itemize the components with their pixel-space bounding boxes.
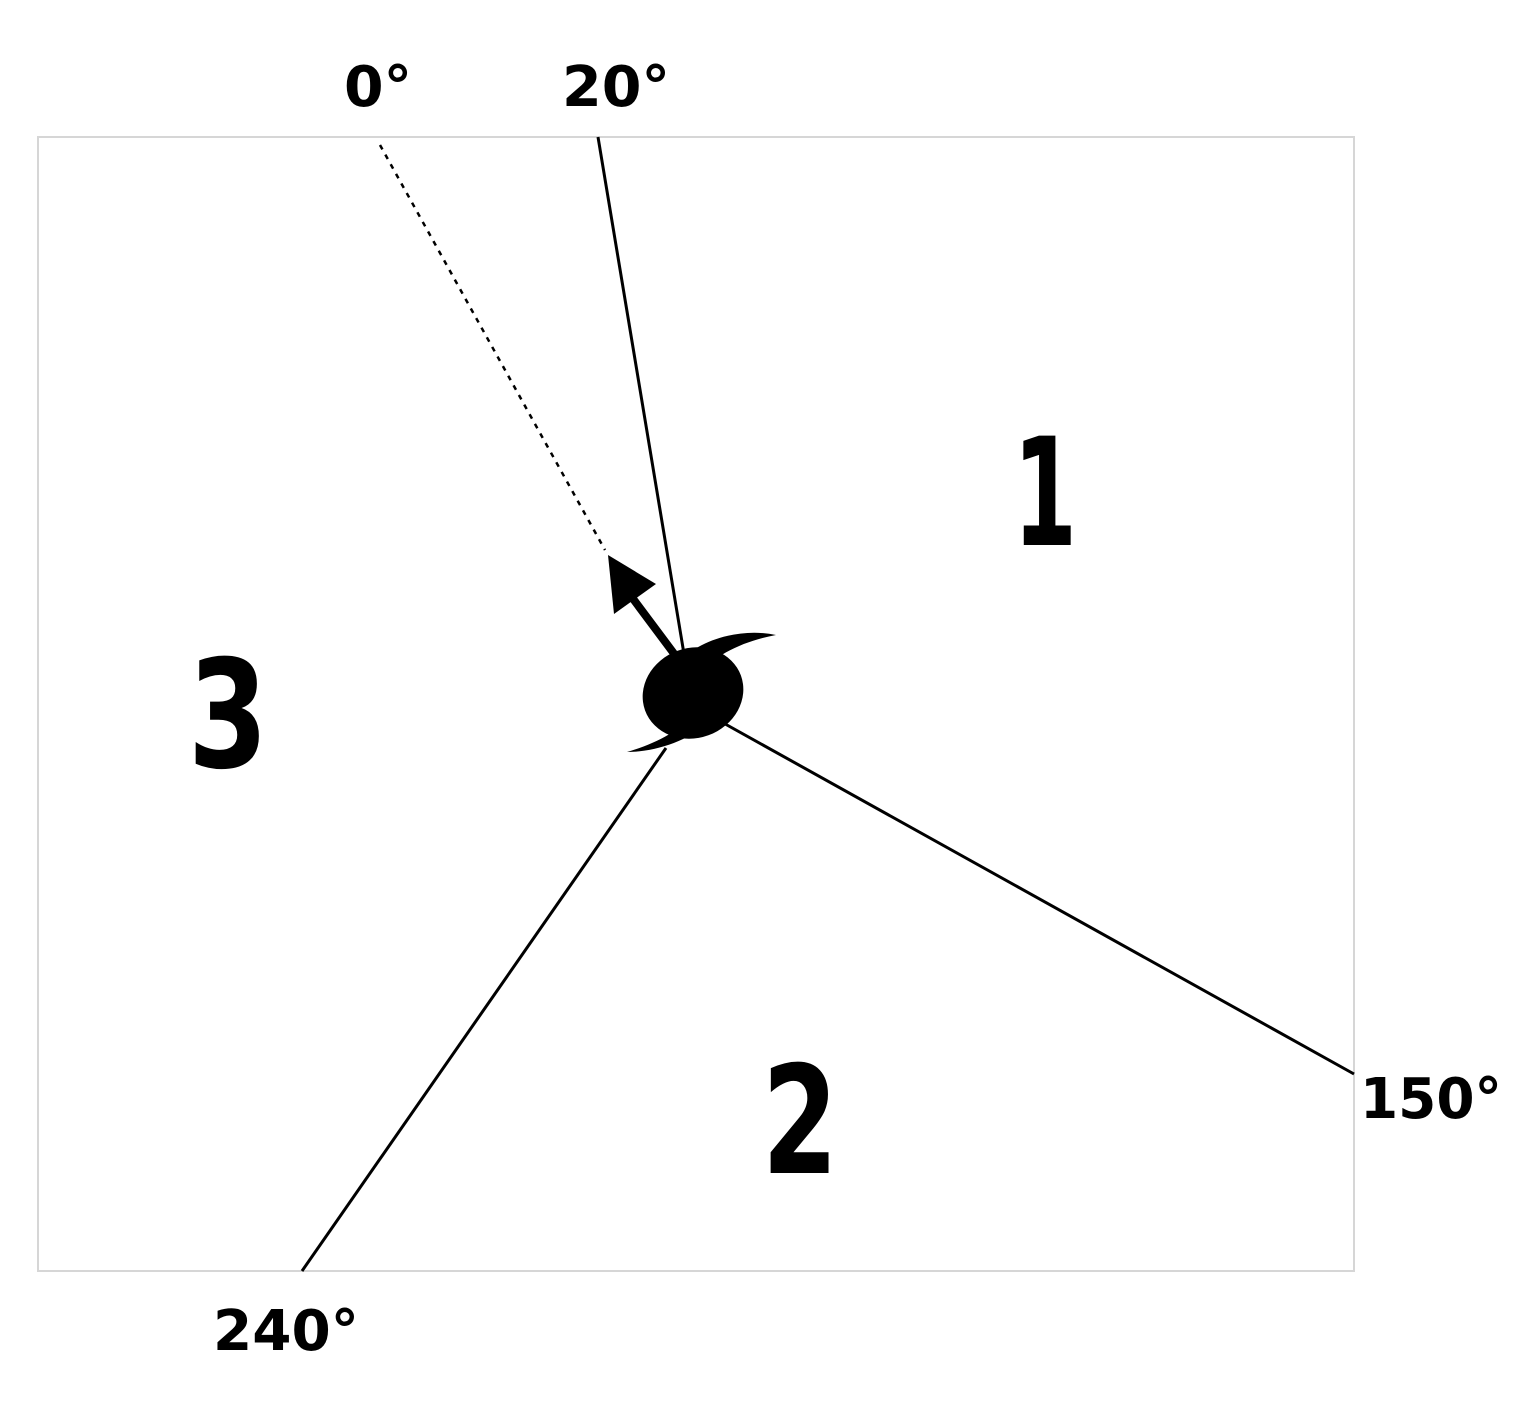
angle-label-240: 240° (213, 1299, 359, 1364)
sector-label-3: 3 (188, 629, 268, 803)
boundary-line-20 (596, 136, 687, 661)
boundary-line-240 (300, 747, 668, 1272)
hurricane-icon (627, 632, 776, 752)
zero-degree-reference-line (378, 144, 607, 551)
arrow-icon (608, 555, 679, 659)
angle-label-0: 0° (344, 55, 412, 120)
boundary-line-150 (717, 718, 1355, 1076)
sector-label-1: 1 (1013, 407, 1077, 581)
sector-label-2: 2 (762, 1035, 838, 1209)
angle-label-20: 20° (562, 55, 670, 120)
angle-label-150: 150° (1360, 1067, 1502, 1132)
diagram-frame (37, 136, 1355, 1272)
